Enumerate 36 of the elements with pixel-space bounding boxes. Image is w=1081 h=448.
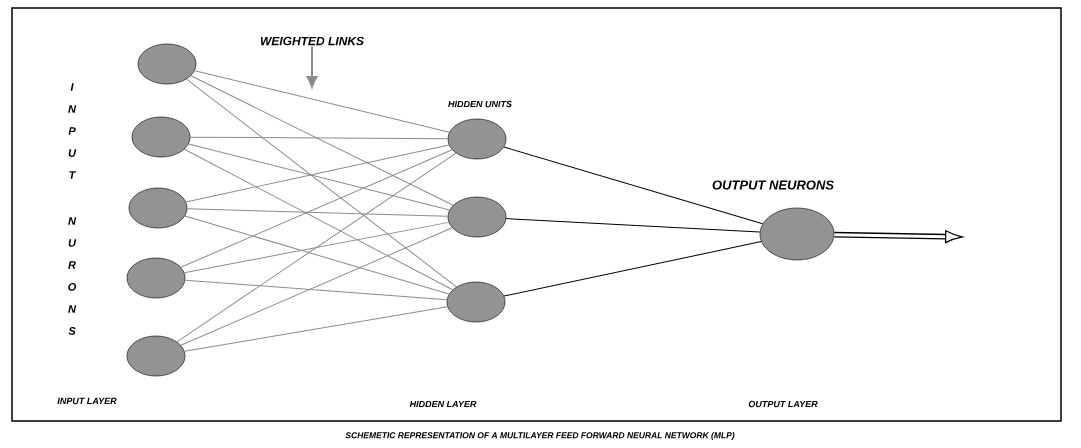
- neuron-circle: [126, 257, 186, 299]
- layer-label: INPUT LAYER: [57, 397, 117, 405]
- neuron-circle: [446, 281, 506, 323]
- caption: SCHEMETIC REPRESENTATION OF A MULTILAYER FEED FORWARD NEURAL NETWORK (MLP): [345, 432, 735, 440]
- connection-line: [184, 279, 448, 301]
- neuron-circle: [759, 207, 835, 261]
- connection-line: [186, 208, 449, 217]
- vertical-label: NURONS: [68, 217, 77, 335]
- connection-line: [183, 221, 450, 274]
- layer-label: OUTPUT NEURONS: [712, 180, 834, 190]
- connection-line: [190, 75, 454, 206]
- connection-line: [505, 218, 761, 233]
- neuron-circle: [126, 335, 186, 377]
- neuron-circle: [131, 116, 191, 158]
- connection-line: [189, 136, 449, 140]
- connection-line: [183, 148, 454, 291]
- connection-line: [503, 241, 762, 297]
- connection-line: [183, 306, 449, 352]
- arrow: [834, 230, 963, 244]
- vertical-label: INPUT: [68, 83, 77, 179]
- connection-line: [180, 227, 453, 346]
- layer-label: HIDDEN UNITS: [448, 100, 512, 108]
- connection-line: [186, 78, 457, 288]
- neuron-circle: [137, 43, 197, 85]
- connection-line: [503, 146, 764, 225]
- connection-line: [184, 215, 450, 295]
- node-label: WEIGHTED LINKS: [260, 36, 364, 46]
- connection-line: [194, 70, 450, 133]
- neuron-circle: [128, 187, 188, 229]
- arrow: [306, 45, 318, 88]
- connection-line: [176, 152, 457, 343]
- layer-label: HIDDEN LAYER: [409, 400, 477, 408]
- neuron-circle: [447, 118, 507, 160]
- layer-label: OUTPUT LAYER: [748, 400, 818, 408]
- neuron-circle: [447, 196, 507, 238]
- connection-line: [180, 149, 453, 268]
